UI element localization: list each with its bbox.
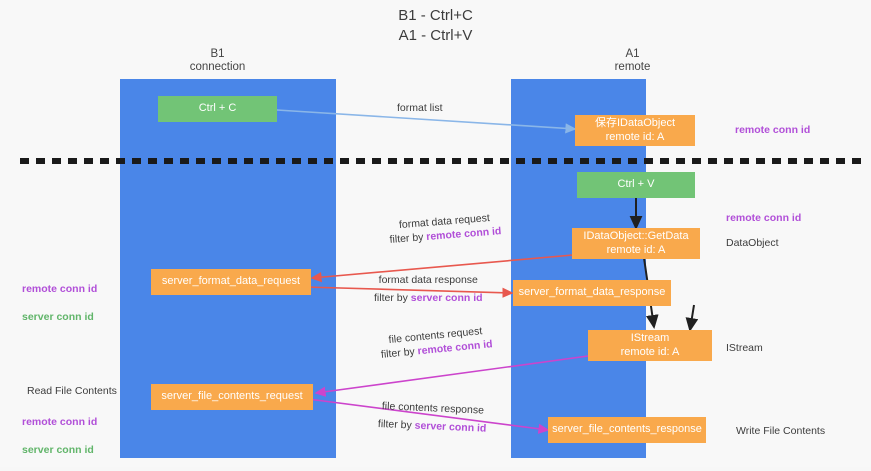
annotation-right-mid-remote-conn-id: remote conn id (726, 212, 802, 224)
node-server-format-data-response[interactable]: server_format_data_response (513, 280, 671, 306)
node-ctrl-v-label: Ctrl + V (617, 178, 655, 191)
node-istream-line2: remote id: A (620, 345, 680, 358)
node-save-idataobject-line1: 保存IDataObject (594, 117, 676, 129)
node-server-file-contents-response[interactable]: server_file_contents_response (548, 417, 706, 443)
node-istream[interactable]: IStream remote id: A (588, 330, 712, 361)
diagram-title: B1 - Ctrl+C A1 - Ctrl+V (398, 7, 473, 44)
node-getdata-line1: IDataObject::GetData (583, 230, 689, 242)
node-istream-line1: IStream (630, 332, 670, 344)
edge-label-format-data-request: format data request filter by remote con… (388, 210, 502, 247)
annotation-left-file-conn-ids: remote conn id server conn id (22, 401, 97, 471)
annotation-dataobject: DataObject (726, 237, 779, 249)
lane-title-a1: A1 remote (614, 48, 651, 73)
edge-label-format-data-response: format data response filter by server co… (374, 273, 483, 305)
edge-label-format-list-line1: format list (397, 102, 443, 114)
annotation-write-file-contents: Write File Contents (736, 425, 826, 437)
node-server-format-data-request-label: server_format_data_request (161, 275, 301, 288)
annotation-left-conn-ids: remote conn id server conn id (22, 268, 97, 338)
node-server-format-data-response-label: server_format_data_response (518, 286, 666, 299)
annotation-left-remote-conn-id: remote conn id (22, 283, 98, 295)
annotation-istream: IStream (726, 342, 763, 354)
node-ctrl-c-label: Ctrl + C (198, 102, 237, 115)
node-server-file-contents-request[interactable]: server_file_contents_request (151, 384, 313, 410)
edge-label-format-data-response-line2: filter by server conn id (374, 292, 483, 304)
lane-title-b1: B1 connection (189, 48, 246, 73)
edge-label-format-list: format list (397, 101, 443, 115)
node-save-idataobject-line2: remote id: A (605, 130, 665, 143)
edge-label-file-contents-response: file contents response filter by server … (378, 399, 488, 436)
node-save-idataobject[interactable]: 保存IDataObject remote id: A (575, 115, 695, 146)
node-ctrl-v[interactable]: Ctrl + V (577, 172, 695, 198)
node-server-file-contents-request-label: server_file_contents_request (161, 390, 303, 403)
annotation-right-top-remote-conn-id: remote conn id (735, 124, 811, 136)
edge-label-file-contents-response-line1: file contents response (381, 400, 485, 417)
node-ctrl-c[interactable]: Ctrl + C (158, 96, 277, 122)
annotation-left-server-conn-id: server conn id (22, 311, 94, 323)
annotation-left-file-remote-conn-id: remote conn id (22, 416, 98, 428)
annotation-left-file-server-conn-id: server conn id (22, 444, 94, 456)
edge-label-file-contents-response-line2: filter by server conn id (377, 417, 487, 435)
node-server-format-data-request[interactable]: server_format_data_request (151, 269, 311, 295)
edge-label-format-data-response-line1: format data response (378, 274, 478, 286)
node-getdata-line2: remote id: A (606, 243, 666, 256)
node-idataobject-getdata[interactable]: IDataObject::GetData remote id: A (572, 228, 700, 259)
annotation-read-file-contents: Read File Contents (27, 385, 117, 397)
edge-label-file-contents-request: file contents request filter by remote c… (379, 323, 493, 362)
highlight-server-conn-id: server conn id (414, 419, 487, 435)
node-server-file-contents-response-label: server_file_contents_response (552, 423, 702, 436)
highlight-server-conn-id: server conn id (410, 292, 483, 304)
